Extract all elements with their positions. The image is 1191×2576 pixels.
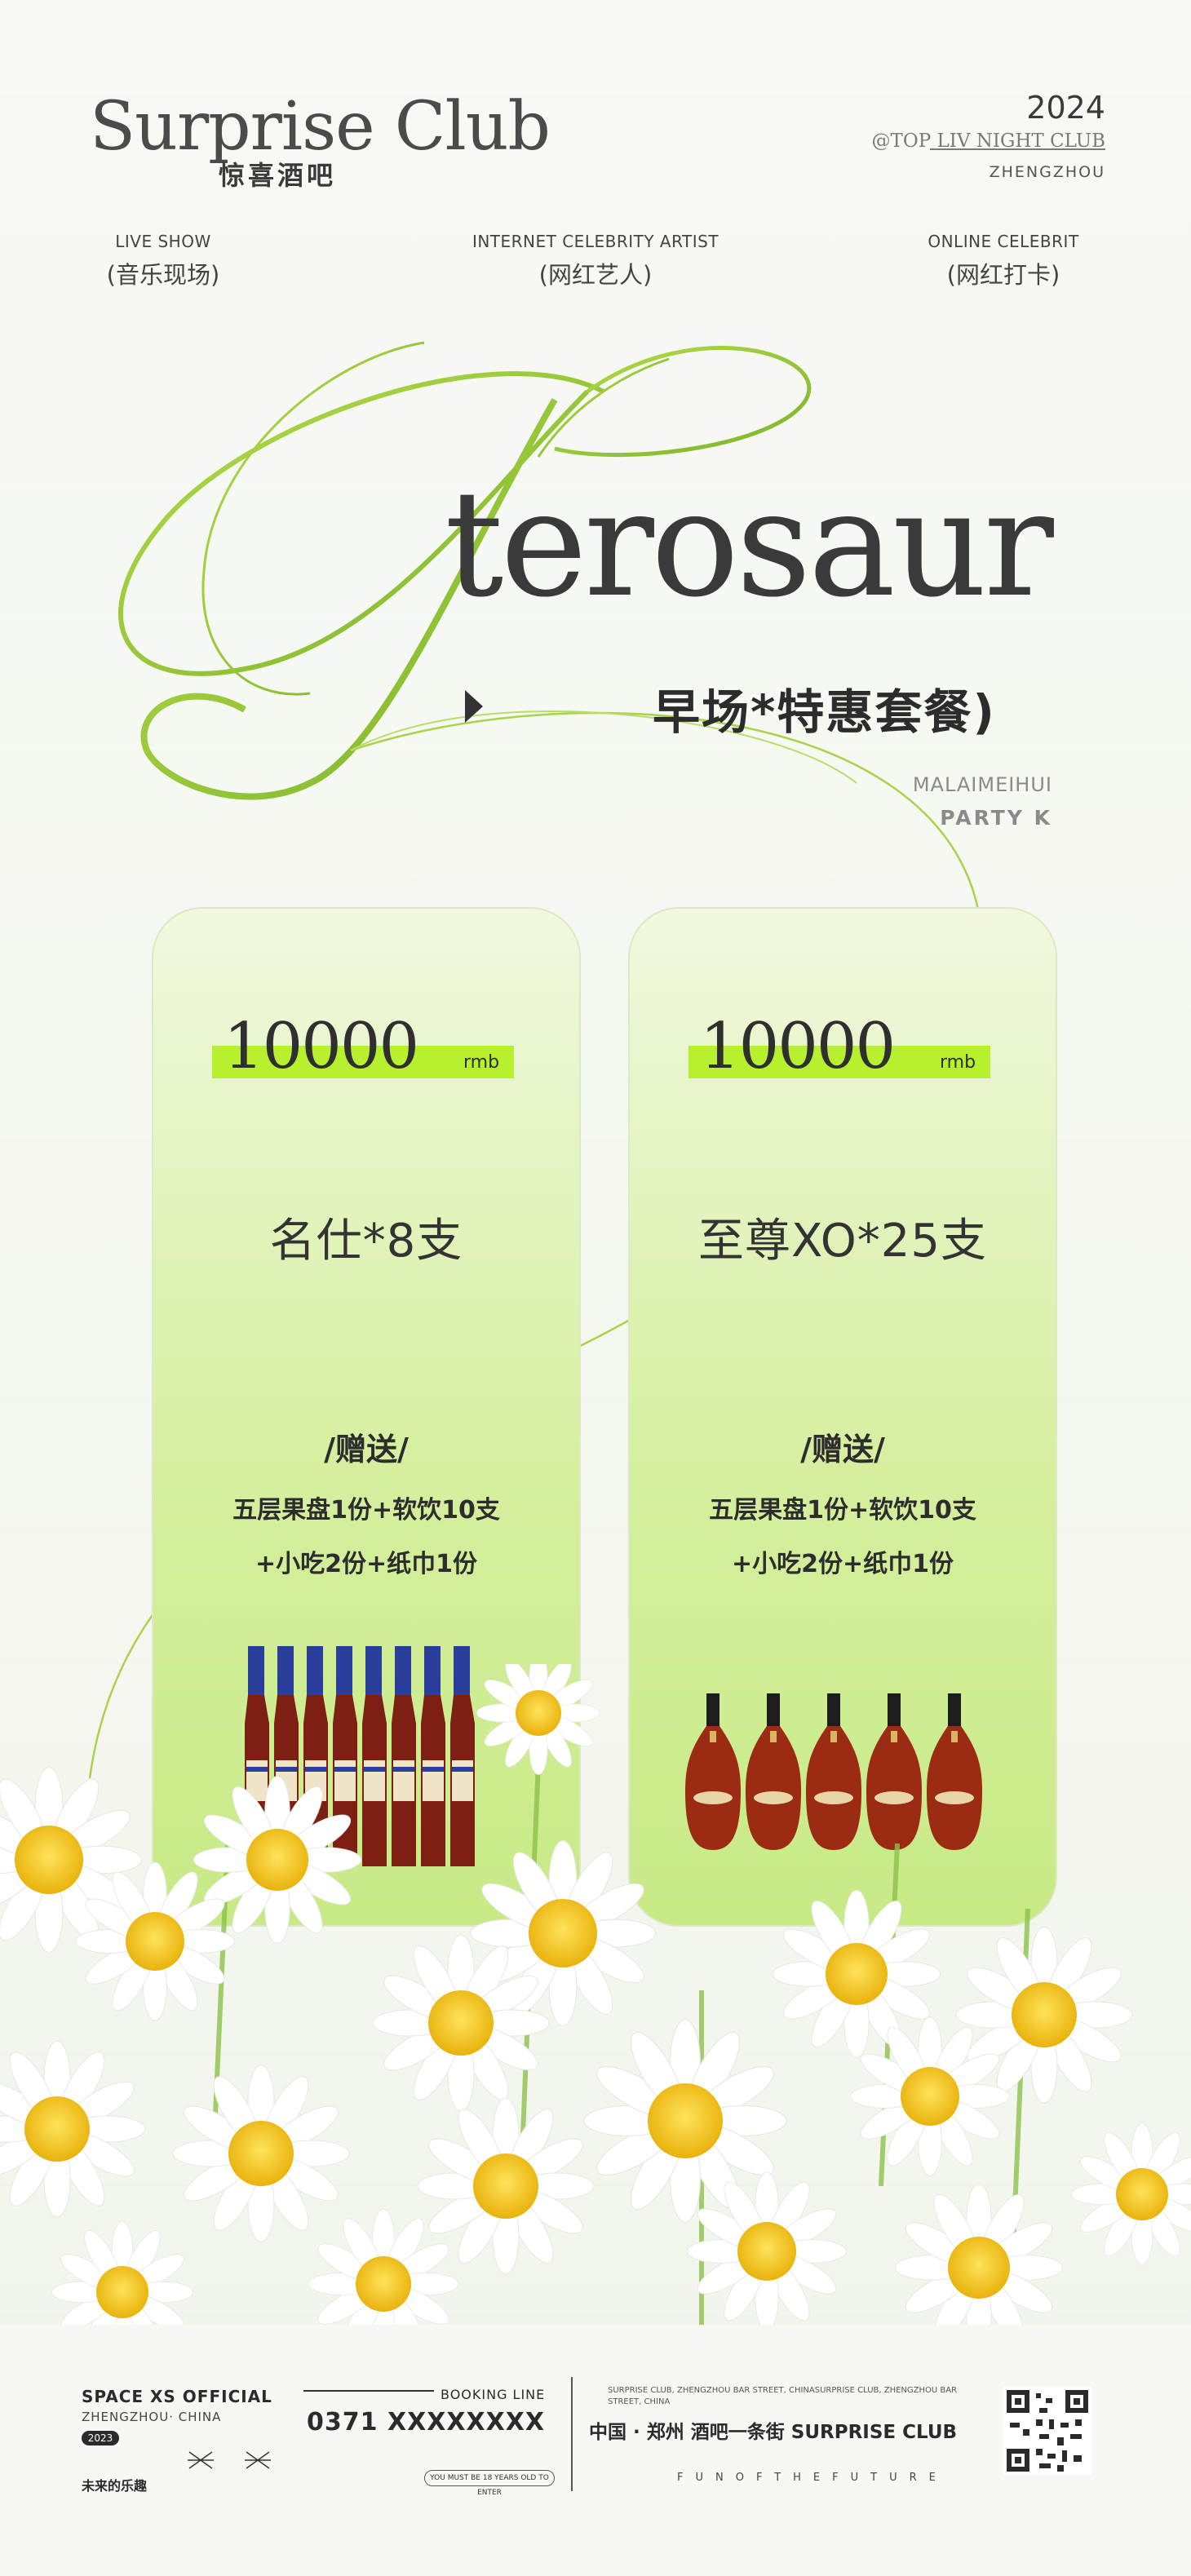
- package-item: 至尊XO*25支: [697, 1215, 988, 1268]
- package-item: 名仕*8支: [269, 1215, 463, 1268]
- hero-title: terosaur: [445, 459, 1054, 630]
- gift-line: +小吃2份+纸巾1份: [255, 1550, 478, 1578]
- address-en: SURPRISE CLUB, ZHENGZHOU BAR STREET, CHI…: [608, 2386, 958, 2406]
- footer-vertical-divider: [571, 2377, 573, 2491]
- price-highlight: [212, 1046, 514, 1078]
- tag-en: LIVE SHOW: [115, 232, 211, 251]
- tag-online-celebrity: ONLINE CELEBRIT (网红打卡): [905, 232, 1101, 290]
- club-name: @TOP LIV NIGHT CLUB: [871, 131, 1105, 152]
- tag-cn: (网红打卡): [946, 261, 1060, 289]
- gift-title: /赠送/: [324, 1432, 409, 1467]
- tag-live-show: LIVE SHOW (音乐现场): [82, 232, 245, 290]
- city-label: ZHENGZHOU: [989, 163, 1105, 181]
- club-underline: [930, 148, 1105, 150]
- address-cn: 中国 · 郑州 酒吧一条街 SURPRISE CLUB: [589, 2422, 958, 2443]
- footer-location: ZHENGZHOU· CHINA: [82, 2410, 222, 2424]
- tag-cn: (音乐现场): [106, 261, 220, 289]
- footer-divider: [303, 2390, 434, 2392]
- price-unit: rmb: [463, 1052, 500, 1073]
- gift-line: +小吃2份+纸巾1份: [731, 1550, 954, 1578]
- gift-line: 五层果盘1份+软饮10支: [709, 1496, 976, 1525]
- tag-celebrity-artist: INTERNET CELEBRITY ARTIST (网红艺人): [420, 232, 771, 290]
- price-value: 10000: [700, 1010, 896, 1083]
- tag-cn: (网红艺人): [538, 261, 653, 289]
- qr-code-icon[interactable]: [1003, 2387, 1091, 2475]
- booking-label: BOOKING LINE: [441, 2387, 546, 2402]
- tag-en: ONLINE CELEBRIT: [928, 232, 1079, 251]
- footer-slogan: 未来的乐趣: [82, 2478, 148, 2494]
- footer-year-badge: 2023: [82, 2431, 119, 2445]
- hero-party: PARTY K: [940, 806, 1052, 830]
- daisy-flowers-decoration: [0, 1664, 1191, 2333]
- logo-text: Surprise Club: [90, 88, 551, 166]
- price-highlight: [688, 1046, 990, 1078]
- hero-tagline: MALAIMEIHUI: [912, 773, 1052, 796]
- gift-title: /赠送/: [800, 1432, 885, 1467]
- logo-subtitle: 惊喜酒吧: [219, 160, 337, 191]
- footer-brand: SPACE XS OFFICIAL: [82, 2387, 272, 2406]
- hero-subtitle: 早场*特惠套餐): [653, 684, 996, 740]
- gift-line: 五层果盘1份+软饮10支: [232, 1496, 500, 1525]
- year-label: 2024: [1026, 90, 1105, 126]
- age-warning-badge: YOU MUST BE 18 YEARS OLD TO ENTER: [424, 2470, 555, 2497]
- footer: [0, 2325, 1191, 2576]
- tag-en: INTERNET CELEBRITY ARTIST: [472, 232, 719, 251]
- price-value: 10000: [224, 1010, 419, 1083]
- footer-motto: FUNOFTHEFUTURE: [677, 2472, 948, 2484]
- booking-phone[interactable]: 0371 XXXXXXXX: [307, 2408, 545, 2437]
- cross-icons: [188, 2451, 271, 2469]
- bottles-image-xo: [685, 1693, 982, 1850]
- price-unit: rmb: [940, 1052, 976, 1073]
- play-triangle-icon: [465, 690, 483, 723]
